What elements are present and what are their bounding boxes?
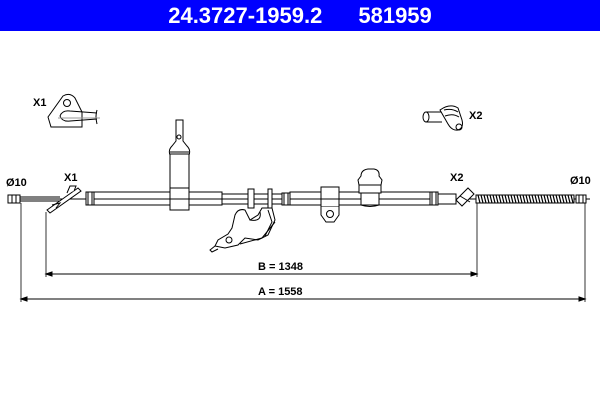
x1-detail-bracket-icon	[47, 93, 100, 128]
reference-number: 581959	[358, 2, 432, 28]
dimension-b-label: B = 1348	[258, 261, 303, 273]
x2-cable-label: X2	[450, 172, 463, 184]
tall-clip	[168, 119, 191, 211]
x1-bracket	[46, 187, 82, 214]
x1-cable-label: X1	[64, 172, 77, 184]
dimension-a-label: A = 1558	[258, 286, 303, 298]
x2-detail-fitting-icon	[422, 105, 463, 131]
x1-detail-label: X1	[33, 97, 46, 109]
snap-clip	[357, 168, 383, 207]
dimension-a-line	[19, 296, 587, 302]
dimension-extension-lines	[20, 203, 586, 302]
x2-fitting	[455, 187, 475, 207]
left-diameter-label: Ø10	[6, 177, 27, 189]
x2-detail-label: X2	[469, 110, 482, 122]
right-diameter-label: Ø10	[570, 175, 591, 187]
dimension-b-line	[44, 271, 479, 277]
title-bar: 24.3727-1959.2 581959	[0, 0, 600, 31]
mounting-bracket	[209, 207, 276, 253]
right-end-fitting	[575, 194, 587, 204]
part-number: 24.3727-1959.2	[168, 2, 323, 28]
spring-coils	[477, 194, 574, 204]
hanging-clip	[320, 186, 340, 223]
left-end-fitting	[7, 194, 21, 204]
